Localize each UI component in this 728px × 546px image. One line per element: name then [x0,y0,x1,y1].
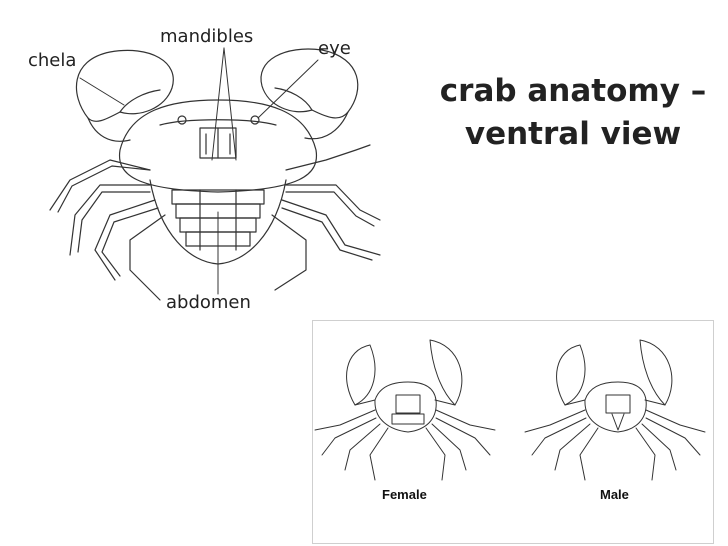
male-crab-drawing [524,339,706,481]
female-label: Female [382,487,427,502]
left-chela [75,49,174,122]
carapace [118,99,318,193]
female-crab-drawing [314,339,496,481]
title-line-1: crab anatomy – [439,73,707,109]
title-line-2: ventral view [464,116,682,152]
label-mandibles: mandibles [160,26,254,47]
label-abdomen: abdomen [166,292,251,313]
sex-comparison-panel [312,320,714,544]
slide-title: crab anatomy – ventral view [418,70,728,156]
male-label: Male [600,487,629,502]
label-chela: chela [28,50,77,71]
label-eye: eye [318,38,351,59]
crab-ventral-diagram [49,47,381,301]
right-chela [260,48,359,119]
